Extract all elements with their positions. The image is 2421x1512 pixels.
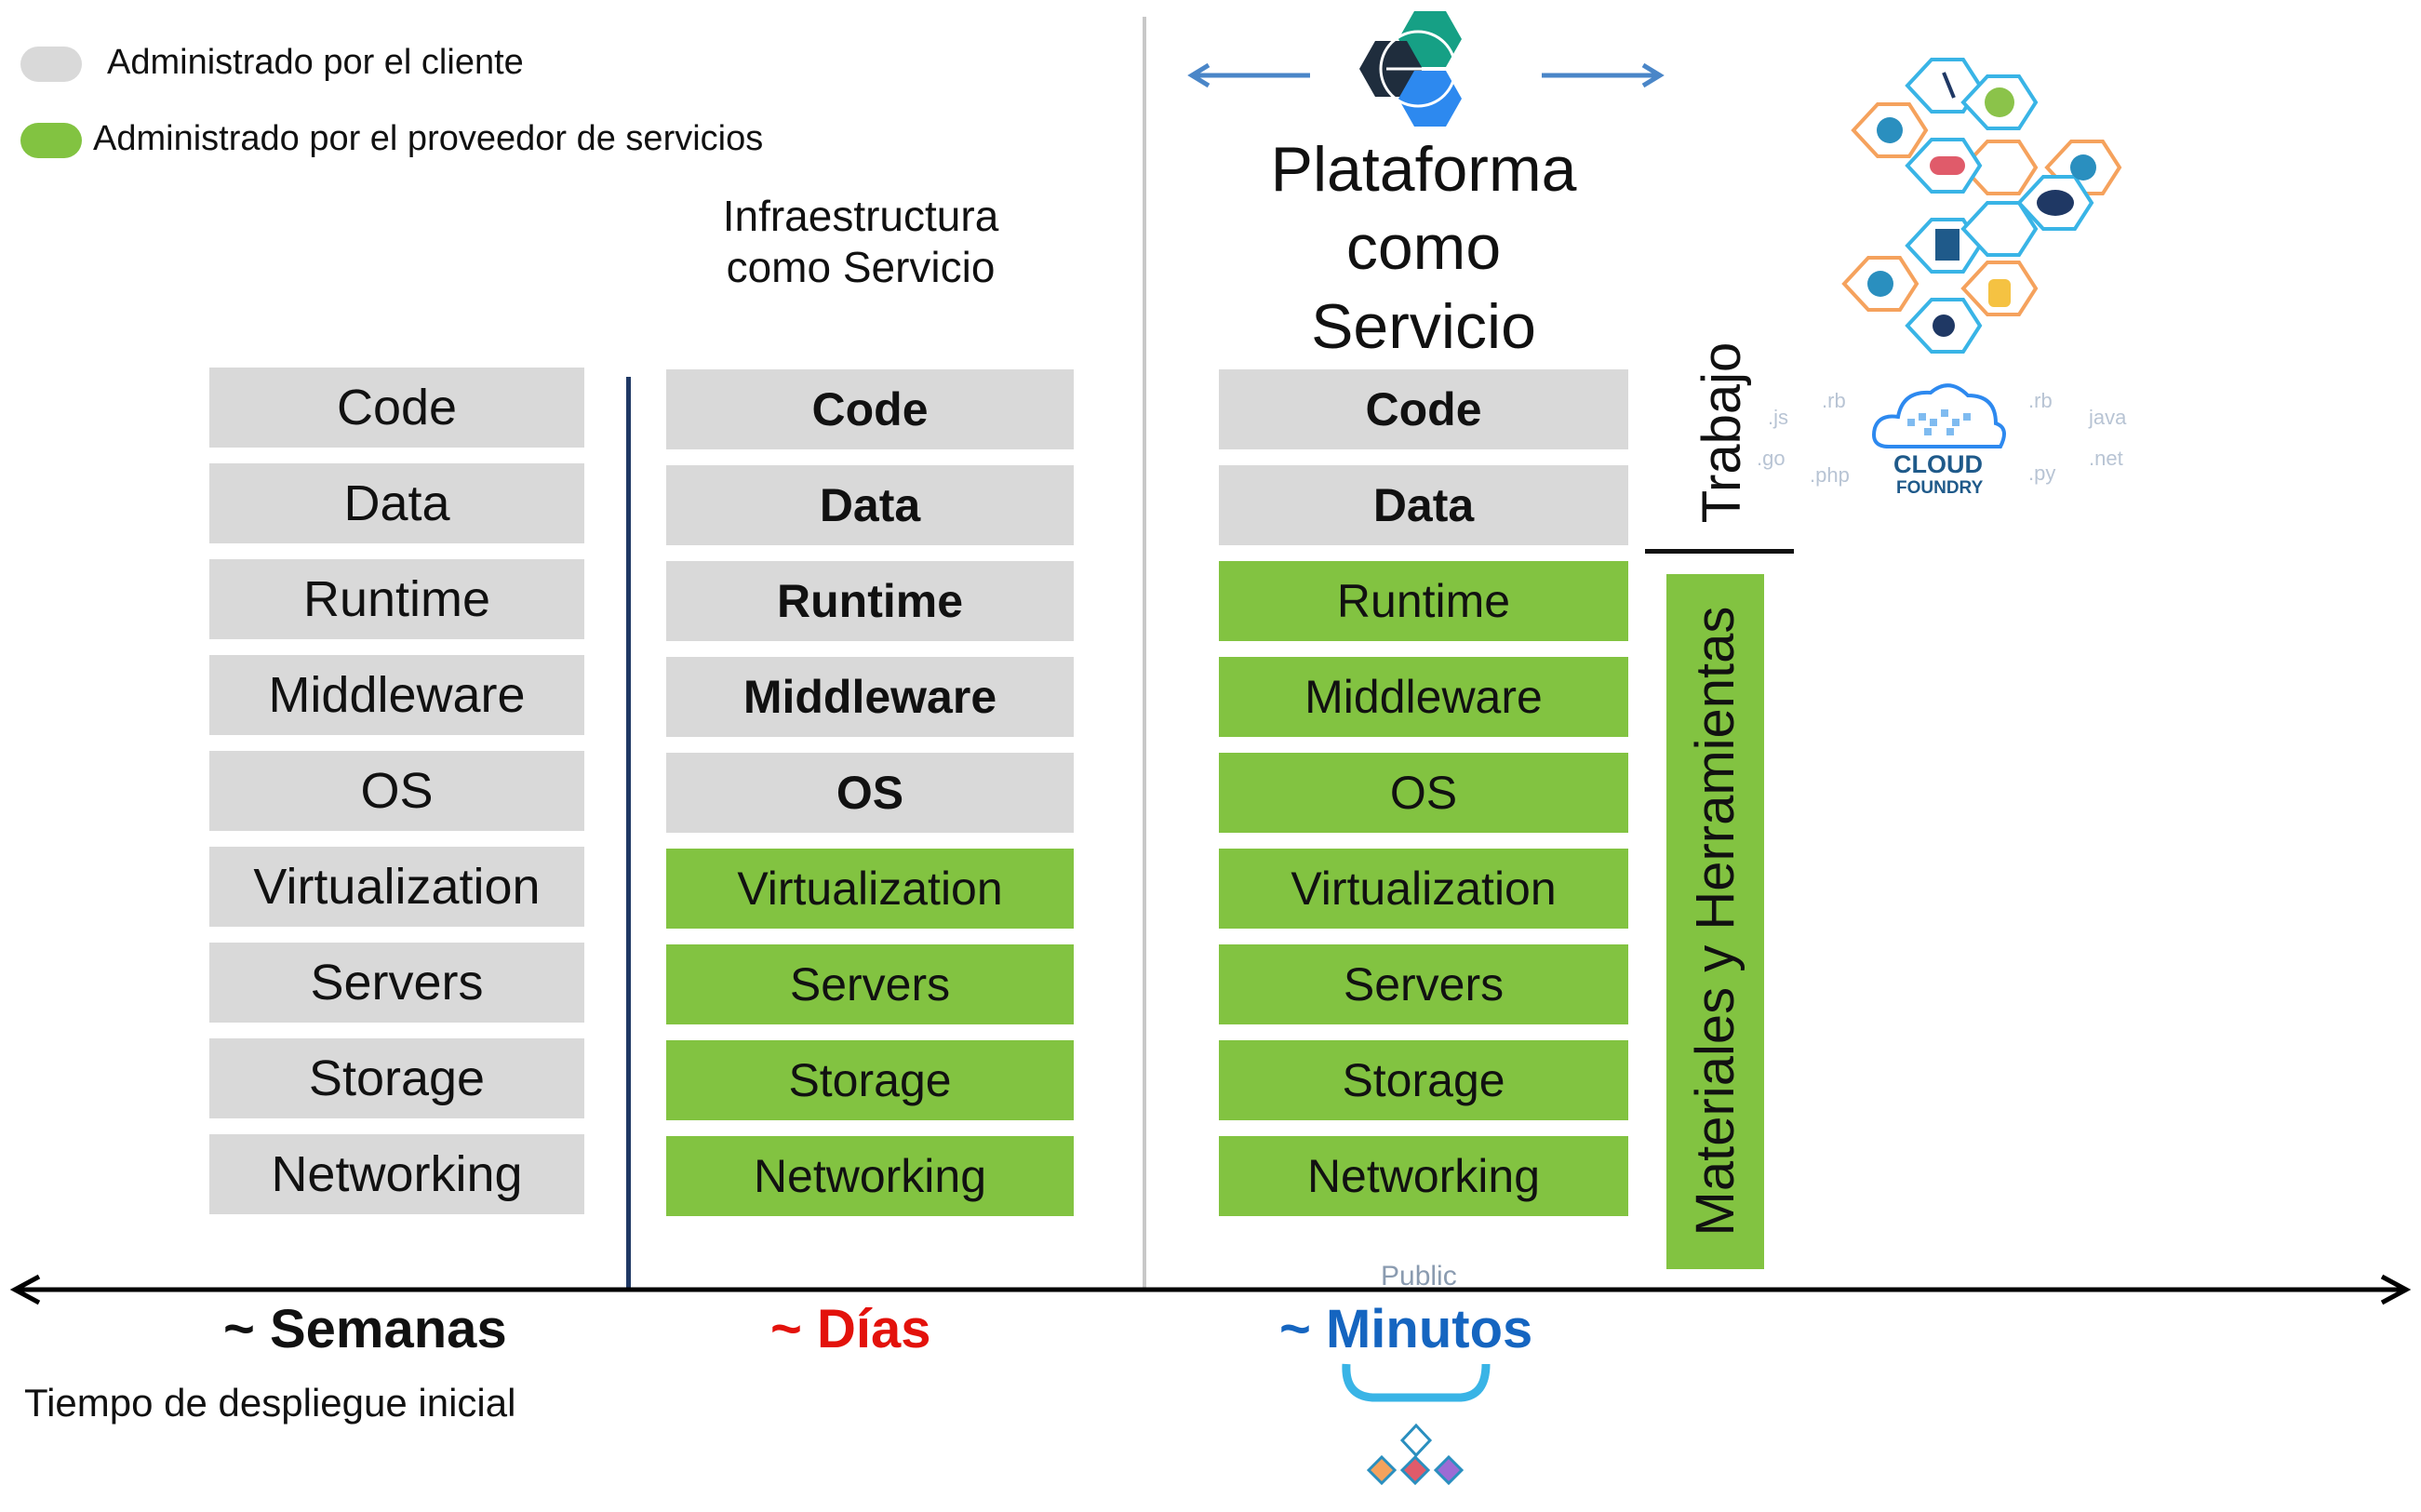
legend-label-customer: Administrado por el cliente bbox=[107, 43, 524, 82]
lang-label: .py bbox=[2028, 462, 2056, 485]
iaas-layer-runtime: Runtime bbox=[666, 561, 1074, 641]
lang-label: .js bbox=[1768, 406, 1788, 429]
onprem-iaas-divider bbox=[626, 377, 631, 1289]
timeline-caption: Tiempo de despliegue inicial bbox=[24, 1381, 516, 1425]
paas-layer-middleware: Middleware bbox=[1219, 657, 1628, 737]
onprem-layer-networking: Networking bbox=[209, 1134, 584, 1214]
paas-layer-data: Data bbox=[1219, 465, 1628, 545]
lang-label: java bbox=[2089, 406, 2127, 429]
paas-left-arrow-icon bbox=[1186, 61, 1312, 89]
iaas-layer-servers: Servers bbox=[666, 944, 1074, 1024]
tools-bar bbox=[1666, 574, 1764, 1269]
onprem-layer-os: OS bbox=[209, 751, 584, 831]
paas-layer-servers: Servers bbox=[1219, 944, 1628, 1024]
paas-layer-code: Code bbox=[1219, 369, 1628, 449]
services-hex-cluster-icon bbox=[1833, 47, 2140, 358]
iaas-layer-code: Code bbox=[666, 369, 1074, 449]
paas-layer-storage: Storage bbox=[1219, 1040, 1628, 1120]
legend-swatch-customer bbox=[20, 47, 82, 82]
paas-layer-runtime: Runtime bbox=[1219, 561, 1628, 641]
onprem-layer-storage: Storage bbox=[209, 1038, 584, 1118]
cloud-foundry-line1: CLOUD bbox=[1893, 450, 1983, 478]
cloud-foundry-logo-icon bbox=[1870, 372, 2010, 456]
tools-label: Materiales y Herramientas bbox=[1684, 606, 1746, 1237]
onprem-layer-data: Data bbox=[209, 463, 584, 543]
onprem-layer-code: Code bbox=[209, 368, 584, 448]
lang-label: .net bbox=[2089, 447, 2123, 470]
iaas-layer-data: Data bbox=[666, 465, 1074, 545]
legend-swatch-provider bbox=[20, 123, 82, 158]
iaas-layer-os: OS bbox=[666, 753, 1074, 833]
time-label-days: ~ Días bbox=[770, 1299, 931, 1359]
paas-logo-icon bbox=[1349, 4, 1498, 143]
timeline-axis bbox=[9, 1271, 2412, 1308]
time-label-weeks: ~ Semanas bbox=[223, 1299, 507, 1359]
paas-right-arrow-icon bbox=[1540, 61, 1665, 89]
work-tools-divider bbox=[1645, 549, 1794, 554]
public-label: Public bbox=[1381, 1261, 1457, 1291]
public-cloud-icon bbox=[1335, 1358, 1498, 1507]
iaas-layer-networking: Networking bbox=[666, 1136, 1074, 1216]
iaas-layer-virtualization: Virtualization bbox=[666, 849, 1074, 929]
paas-layer-virtualization: Virtualization bbox=[1219, 849, 1628, 929]
legend-label-provider: Administrado por el proveedor de servici… bbox=[93, 119, 764, 158]
onprem-layer-middleware: Middleware bbox=[209, 655, 584, 735]
onprem-layer-virtualization: Virtualization bbox=[209, 847, 584, 927]
onprem-layer-servers: Servers bbox=[209, 943, 584, 1023]
iaas-layer-middleware: Middleware bbox=[666, 657, 1074, 737]
lang-label: .php bbox=[1810, 463, 1850, 487]
cloud-foundry-line2: FOUNDRY bbox=[1896, 478, 1984, 498]
work-label: Trabajo bbox=[1691, 341, 1752, 524]
lang-label: .go bbox=[1757, 447, 1786, 470]
onprem-layer-runtime: Runtime bbox=[209, 559, 584, 639]
paas-layer-os: OS bbox=[1219, 753, 1628, 833]
iaas-paas-divider bbox=[1143, 17, 1146, 1289]
paas-layer-networking: Networking bbox=[1219, 1136, 1628, 1216]
lang-label: .rb bbox=[2028, 389, 2053, 412]
time-label-minutes: ~ Minutos bbox=[1279, 1299, 1533, 1359]
iaas-layer-storage: Storage bbox=[666, 1040, 1074, 1120]
lang-label: .rb bbox=[1822, 389, 1846, 412]
